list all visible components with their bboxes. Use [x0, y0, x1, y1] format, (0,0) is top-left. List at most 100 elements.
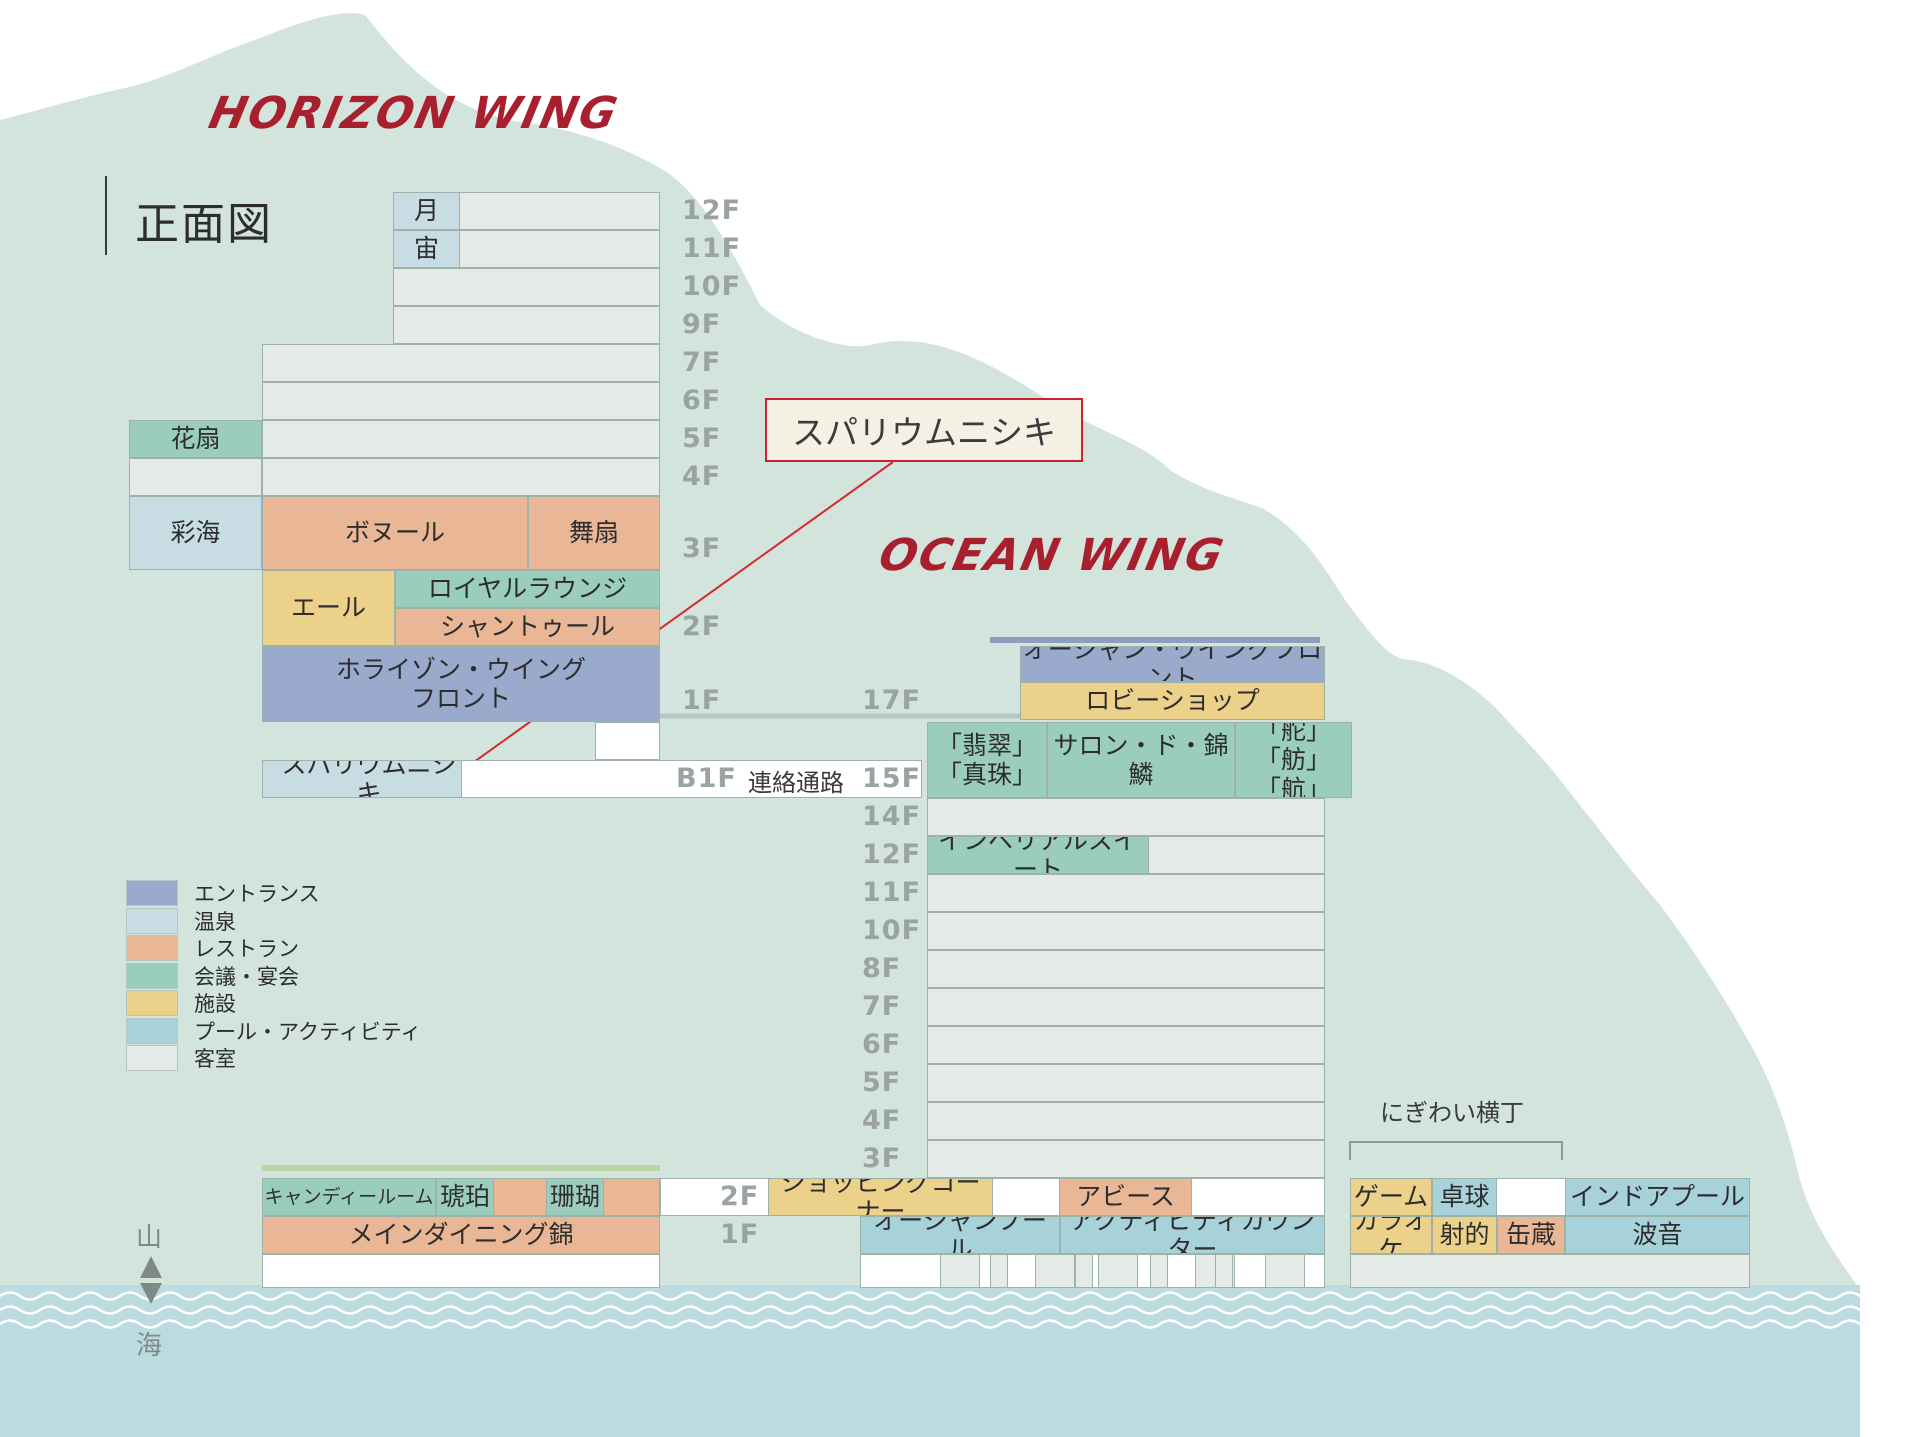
- horizon-floor-label: 1F: [682, 685, 722, 716]
- shopping-corner: ショッピングコーナー: [768, 1178, 993, 1216]
- horizon-floor-label: 2F: [682, 611, 722, 642]
- horizon-floor-label: B1F: [676, 763, 737, 794]
- lower-floor-label: 2F: [720, 1181, 760, 1212]
- game-room-label: ゲーム: [1353, 1182, 1429, 1212]
- pool-column: [1150, 1254, 1168, 1288]
- legend-label: エントランス: [194, 882, 320, 906]
- ocean-14f: [927, 798, 1325, 836]
- tower-4f: [262, 458, 660, 496]
- horizon-floor-label: 5F: [682, 423, 722, 454]
- ocean-6f: [927, 1026, 1325, 1064]
- chantour-restaurant: シャントゥール: [395, 608, 660, 646]
- legend-label: プール・アクティビティ: [194, 1019, 422, 1044]
- horizon-floor-label: 4F: [682, 461, 722, 492]
- tower-5f: [262, 420, 660, 458]
- ocean-floor-label: 12F: [862, 839, 922, 870]
- horizon-floor-label: 7F: [682, 347, 722, 378]
- ocean-floor-label: 14F: [862, 801, 922, 832]
- ocean-floor-label: 11F: [862, 877, 922, 908]
- main-dining-label: メインダイニング錦: [348, 1220, 574, 1250]
- legend-label: レストラン: [194, 937, 299, 961]
- wave-line: [0, 1291, 1881, 1301]
- ocean-wing-title: OCEAN WING: [874, 530, 1230, 581]
- arrow-up-icon: [140, 1256, 162, 1278]
- ale-room: エール: [262, 570, 395, 646]
- kohaku-room: 琥珀: [436, 1178, 494, 1216]
- kanzo-room: 缶蔵: [1497, 1216, 1565, 1254]
- lobby-shop-label: ロビーショップ: [1085, 686, 1260, 716]
- kaji-room: 「舵」「舫」 「航」: [1235, 722, 1352, 798]
- lower-floor-label: 1F: [720, 1219, 760, 1250]
- spa-callout: スパリウムニシキ: [765, 398, 1083, 462]
- ocean-floor-label: 8F: [862, 953, 902, 984]
- sango-room-label: 珊瑚: [549, 1182, 600, 1212]
- kanzo-room-label: 缶蔵: [1505, 1220, 1556, 1250]
- ocean-floor-label: 7F: [862, 991, 902, 1022]
- spa-room: スパリウムニシキ: [262, 760, 462, 798]
- ocean-11f: [927, 874, 1325, 912]
- ocean-8f: [927, 950, 1325, 988]
- saikai-room: 彩海: [129, 496, 262, 570]
- tsuki-room-label: 月: [413, 196, 439, 226]
- legend-label: 施設: [194, 992, 236, 1016]
- ocean-10f: [927, 912, 1325, 950]
- indoor-pool-label: インドアプール: [1569, 1182, 1745, 1212]
- sea: [0, 1285, 1860, 1437]
- tower-4f-left: [129, 458, 262, 496]
- legend-swatch: [126, 935, 178, 961]
- lobby-shop: ロビーショップ: [1020, 682, 1325, 720]
- horizon-floor-label: 3F: [682, 533, 722, 564]
- spa-room-label: スパリウムニシキ: [281, 760, 457, 798]
- sango-room: 珊瑚: [546, 1178, 604, 1216]
- nigiwai-bracket: [1349, 1141, 1563, 1160]
- horizon-front-label: ホライゾン・ウイング フロント: [335, 654, 586, 714]
- activity-counter: アクティビティカウンター: [1060, 1216, 1325, 1254]
- sora-room: 宙: [393, 230, 460, 268]
- hisui-shinju-room-label: 「翡翠」 「真珠」: [936, 730, 1037, 790]
- imperial-suite: インペリアルスイート: [927, 836, 1149, 874]
- pool-column: [1215, 1254, 1233, 1288]
- tower-9f: [393, 306, 660, 344]
- saikai-room-label: 彩海: [170, 518, 221, 548]
- karaoke-room-label: カラオケ: [1353, 1216, 1429, 1254]
- royal-lounge: ロイヤルラウンジ: [395, 570, 660, 608]
- candy-room-label: キャンディールーム: [264, 1185, 434, 1208]
- sora-room-label: 宙: [413, 234, 439, 264]
- ocean-floor-label: 5F: [862, 1067, 902, 1098]
- takkyu-room-label: 卓球: [1439, 1182, 1490, 1212]
- royal-lounge-label: ロイヤルラウンジ: [427, 574, 628, 604]
- connector-label: 連絡通路: [748, 769, 844, 797]
- legend-item: 施設: [126, 990, 236, 1016]
- indoor-pool: インドアプール: [1565, 1178, 1750, 1216]
- maiougi-room-label: 舞扇: [568, 518, 619, 548]
- ocean-5f: [927, 1064, 1325, 1102]
- legend-label: 会議・宴会: [194, 964, 299, 989]
- ocean-floor-label: 6F: [862, 1029, 902, 1060]
- legend-label: 客室: [194, 1047, 236, 1071]
- horizon-floor-label: 11F: [682, 233, 742, 264]
- kasen-room: 花扇: [129, 420, 262, 458]
- legend-item: エントランス: [126, 880, 320, 906]
- legend-item: 客室: [126, 1045, 236, 1071]
- salon-room-label: サロン・ド・錦鱗: [1053, 730, 1229, 790]
- shateki-room-label: 射的: [1439, 1220, 1490, 1250]
- bonheur-restaurant: ボヌール: [262, 496, 528, 570]
- pool-column: [1265, 1254, 1305, 1288]
- page-title: 正面図: [135, 199, 273, 250]
- game-room: ゲーム: [1350, 1178, 1432, 1216]
- chantour-restaurant-label: シャントゥール: [439, 612, 615, 642]
- tower-7f: [262, 344, 660, 382]
- nigiwai-base: [1350, 1254, 1750, 1288]
- legend-swatch: [126, 1045, 178, 1071]
- ocean-floor-label: 17F: [862, 685, 922, 716]
- legend-label: 温泉: [194, 909, 236, 934]
- ocean-pool-label: オーシャンプール: [873, 1216, 1047, 1254]
- hane-room: 波音: [1565, 1216, 1750, 1254]
- horizon-floor-label: 6F: [682, 385, 722, 416]
- legend-swatch: [126, 1017, 178, 1044]
- nigiwai-label: にぎわい横丁: [1380, 1099, 1524, 1127]
- legend-item: 温泉: [126, 907, 236, 934]
- ocean-floor-label: 10F: [862, 915, 922, 946]
- legend-swatch: [126, 880, 178, 906]
- shaft-box: [595, 722, 660, 760]
